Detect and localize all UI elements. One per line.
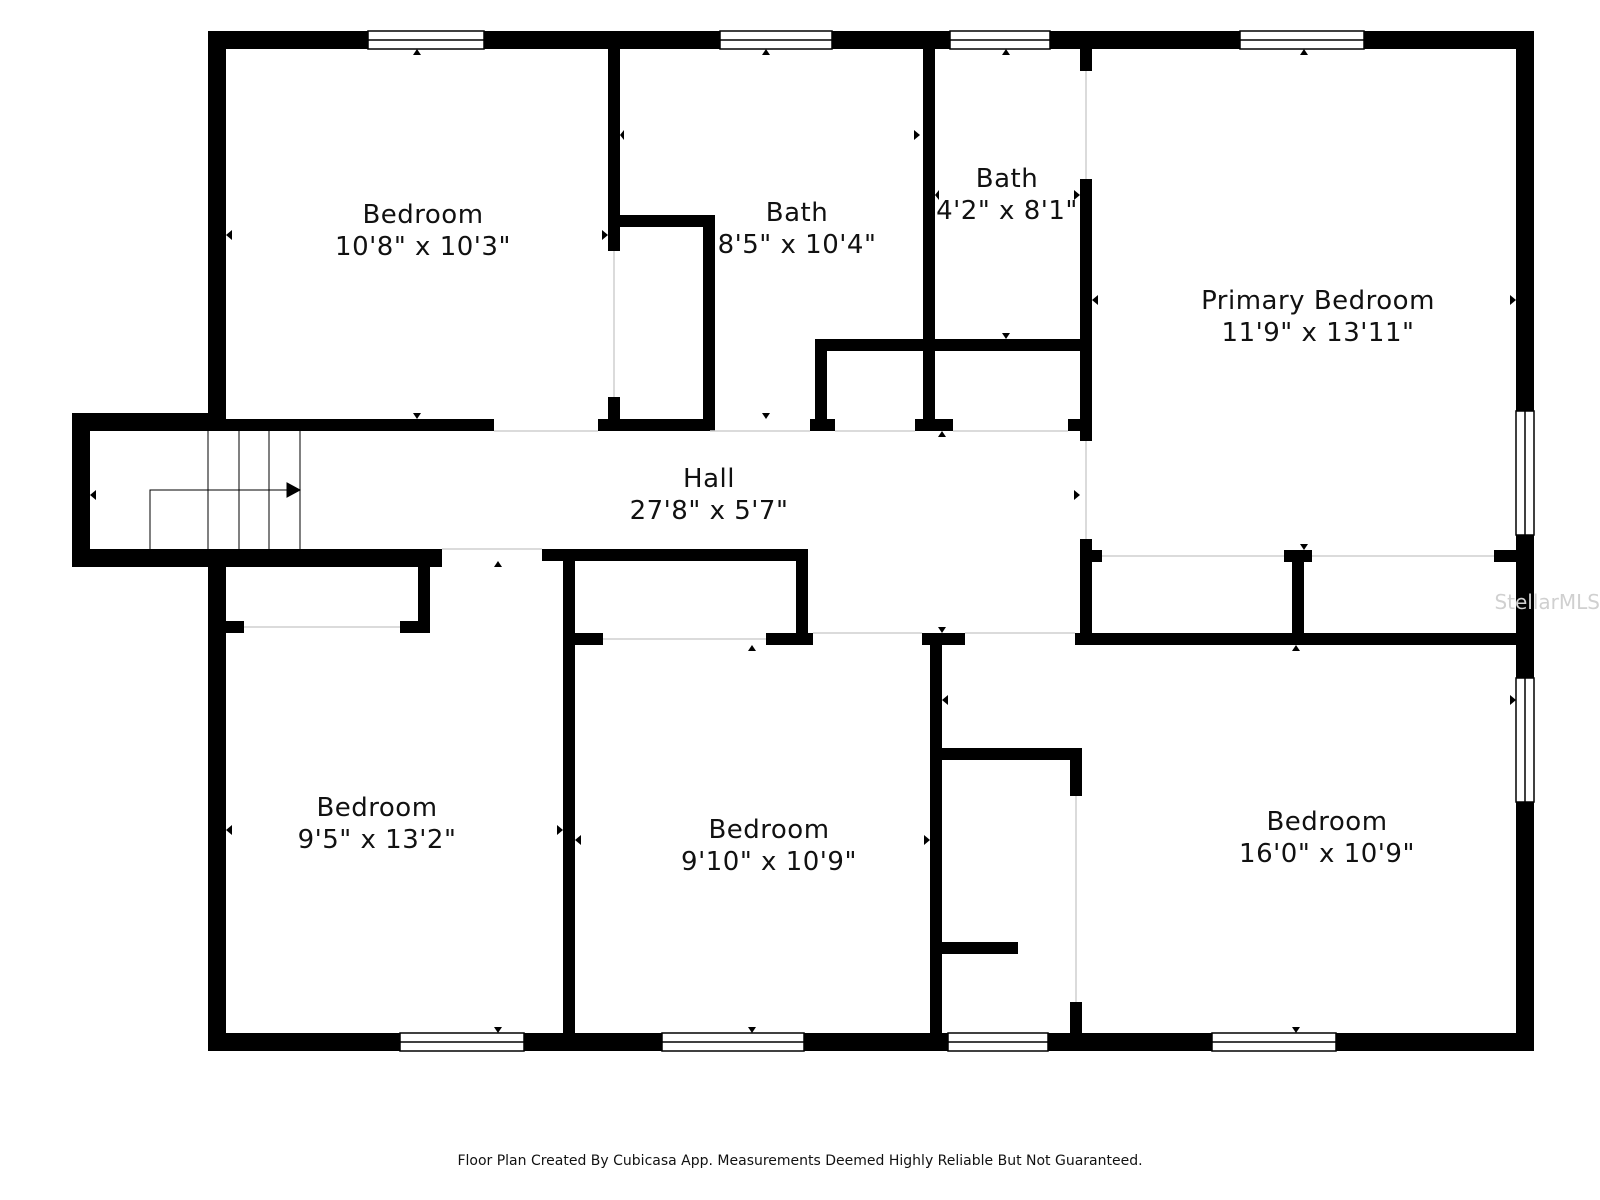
window [1211,1032,1337,1052]
stair-arrow-icon [286,482,302,498]
wall-closet-divider [1292,550,1304,642]
wall-bed-s-top-1 [575,633,603,645]
wall-hall-south-1 [542,549,808,561]
wall-hall-north-2 [598,419,710,431]
window [1515,677,1535,803]
wall-primary-south-1 [1080,550,1102,562]
room-dims-bedroom-sw: 9'5" x 13'2" [298,825,457,855]
window [949,30,1051,50]
wall-bed-bath-2 [608,397,620,431]
wall-closet-sw-bottom-1 [226,621,244,633]
watermark: StellarMLS [1494,590,1600,614]
wall-closet-right [703,215,715,431]
window [399,1032,525,1052]
room-name-bedroom-s: Bedroom [708,815,829,845]
wall-bed-se-top-1 [922,633,965,645]
wall-closet-se-top [930,748,1082,760]
wall-closet-se-shelf [930,942,1018,954]
window [367,30,485,50]
room-name-bath-1: Bath [766,198,828,228]
wall-primary-west-3 [1080,539,1092,642]
room-dims-bath-1: 8'5" x 10'4" [718,230,877,260]
room-dims-bath-2: 4'2" x 8'1" [936,196,1078,226]
wall-primary-west-2 [1080,179,1092,441]
room-name-bedroom-se: Bedroom [1266,807,1387,837]
dimension-markers [90,49,1516,1033]
wall-linen-top [815,339,1091,351]
openings [244,71,1494,1002]
room-name-primary-bedroom: Primary Bedroom [1201,286,1435,316]
wall-north [208,31,1534,49]
window [947,1032,1049,1052]
wall-stair-west [72,413,90,567]
room-name-bedroom-nw: Bedroom [362,200,483,230]
room-name-hall: Hall [683,464,735,494]
window [1515,410,1535,536]
room-dims-bedroom-se: 16'0" x 10'9" [1239,839,1415,869]
wall-primary-west-1 [1080,49,1092,71]
stairs [149,431,302,549]
walls [72,31,1534,1051]
wall-south [208,1033,1534,1051]
wall-hall-north-4 [915,419,953,431]
window [661,1032,805,1052]
window [1239,30,1365,50]
wall-closet-top [620,215,715,227]
wall-closet-sw-bottom-2 [400,621,430,633]
wall-closet-sw-right [418,549,430,633]
room-dims-bedroom-s: 9'10" x 10'9" [681,847,857,877]
wall-west-upper [208,31,226,424]
room-name-bedroom-sw: Bedroom [316,793,437,823]
wall-stair-bottom [72,549,442,567]
wall-hall-north-3 [810,419,835,431]
room-name-bath-2: Bath [976,164,1038,194]
wall-linen-left [815,339,827,431]
wall-closet-se-right-2 [1070,1002,1082,1033]
wall-bath-divider [923,49,935,431]
wall-west-lower [208,554,226,1051]
wall-bed-s-top-2 [766,633,813,645]
wall-closet-s-right [796,549,808,645]
room-dims-bedroom-nw: 10'8" x 10'3" [335,232,511,262]
wall-east [1516,31,1534,1051]
room-labels: Bedroom 10'8" x 10'3" Bath 8'5" x 10'4" … [298,164,1435,877]
wall-bed-s-east [930,633,942,1033]
window [719,30,833,50]
footer-disclaimer: Floor Plan Created By Cubicasa App. Meas… [457,1153,1143,1169]
wall-hall-north-1 [226,419,494,431]
wall-closet-south [1075,633,1534,645]
wall-primary-south-3 [1494,550,1534,562]
wall-stair-top [72,413,226,431]
wall-bed-bath-1 [608,49,620,251]
wall-bedrooms-divider [563,561,575,1033]
wall-closet-se-right-1 [1070,748,1082,796]
room-dims-primary-bedroom: 11'9" x 13'11" [1222,318,1415,348]
windows [367,30,1535,1052]
room-dims-hall: 27'8" x 5'7" [630,496,789,526]
